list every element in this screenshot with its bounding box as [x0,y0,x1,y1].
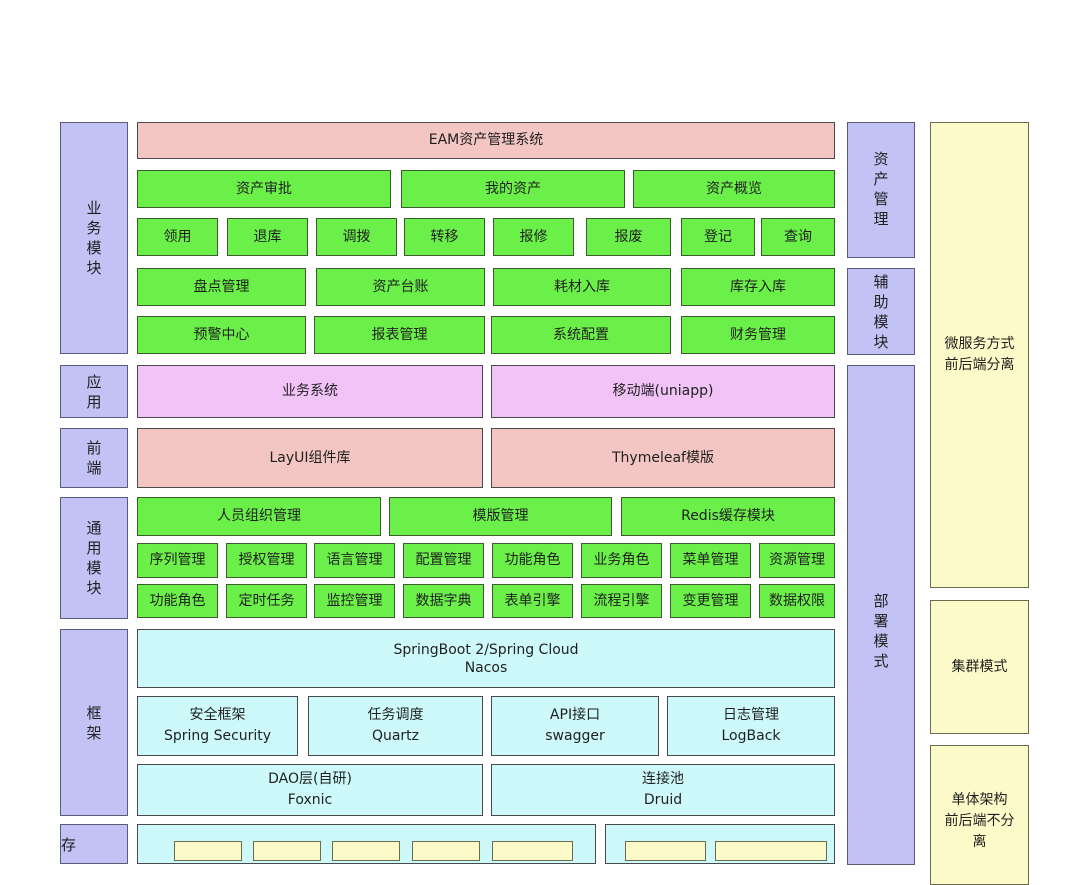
common-resource-mgmt: 资源管理 [759,543,835,578]
frontend-layui: LayUI组件库 [137,428,483,488]
framework-pool-en: Druid [643,792,683,808]
storage-item [492,841,573,861]
common-function-role: 功能角色 [492,543,573,578]
module-my-assets: 我的资产 [401,170,625,208]
module-report-mgmt: 报表管理 [314,316,485,354]
framework-logging-cn: 日志管理 [723,707,779,723]
framework-dao-cn: DAO层(自研) [268,771,352,787]
label-asset-management: 资 产 管 理 [847,122,915,258]
module-allocation: 调拨 [316,218,397,256]
module-register: 登记 [681,218,755,256]
deploy-cluster: 集群模式 [930,600,1029,734]
label-application: 应 用 [60,365,128,418]
common-monitor-mgmt: 监控管理 [314,584,395,618]
framework-scheduling-cn: 任务调度 [367,707,424,723]
module-finance-mgmt: 财务管理 [681,316,835,354]
label-frontend: 前 端 [60,428,128,488]
module-scrap: 报废 [586,218,671,256]
common-auth-mgmt: 授权管理 [226,543,307,578]
deploy-microservice: 微服务方式 前后端分离 [930,122,1029,588]
module-transfer: 转移 [404,218,485,256]
storage-item [715,841,827,861]
common-menu-mgmt: 菜单管理 [670,543,751,578]
app-business-system: 业务系统 [137,365,483,418]
framework-dao: DAO层(自研) Foxnic [137,764,483,816]
module-stock-in: 库存入库 [681,268,835,306]
common-form-engine: 表单引擎 [492,584,573,618]
common-business-role: 业务角色 [581,543,662,578]
framework-api-en: swagger [545,728,605,744]
label-common-modules: 通 用 模 块 [60,497,128,619]
deploy-monolith: 单体架构 前后端不分 离 [930,745,1029,885]
common-function-role-2: 功能角色 [137,584,218,618]
common-data-dictionary: 数据字典 [403,584,484,618]
framework-security: 安全框架 Spring Security [137,696,298,756]
module-asset-ledger: 资产台账 [316,268,485,306]
framework-logging-en: LogBack [721,728,781,744]
framework-security-cn: 安全框架 [189,707,246,723]
module-query: 查询 [761,218,835,256]
common-language-mgmt: 语言管理 [314,543,395,578]
storage-item [625,841,706,861]
framework-scheduling-en: Quartz [371,728,420,744]
common-workflow-engine: 流程引擎 [581,584,662,618]
storage-item [412,841,480,861]
framework-pool-cn: 连接池 [642,771,684,787]
framework-api: API接口 swagger [491,696,659,756]
module-requisition: 领用 [137,218,218,256]
framework-springboot-core: SpringBoot 2/Spring Cloud Nacos [137,629,835,688]
common-template-mgmt: 模版管理 [389,497,612,536]
module-asset-approval: 资产审批 [137,170,391,208]
module-consumables-in: 耗材入库 [493,268,671,306]
storage-item [253,841,321,861]
framework-scheduling: 任务调度 Quartz [308,696,483,756]
module-repair: 报修 [493,218,574,256]
common-config-mgmt: 配置管理 [403,543,484,578]
module-return: 退库 [227,218,308,256]
module-asset-overview: 资产概览 [633,170,835,208]
module-alert-center: 预警中心 [137,316,306,354]
framework-logging: 日志管理 LogBack [667,696,835,756]
storage-item [332,841,400,861]
app-mobile: 移动端(uniapp) [491,365,835,418]
frontend-thymeleaf: Thymeleaf模版 [491,428,835,488]
label-auxiliary-modules: 辅 助 模 块 [847,268,915,355]
label-business-modules: 业 务 模 块 [60,122,128,354]
common-data-permission: 数据权限 [759,584,835,618]
label-framework: 框 架 [60,629,128,816]
framework-connection-pool: 连接池 Druid [491,764,835,816]
common-scheduled-task: 定时任务 [226,584,307,618]
common-change-mgmt: 变更管理 [670,584,751,618]
common-redis-cache: Redis缓存模块 [621,497,835,536]
label-deployment-mode: 部 署 模 式 [847,365,915,865]
framework-security-en: Spring Security [163,728,272,744]
framework-api-cn: API接口 [549,707,601,723]
framework-dao-en: Foxnic [287,792,333,808]
module-inventory-check: 盘点管理 [137,268,306,306]
module-system-config: 系统配置 [491,316,671,354]
common-org-mgmt: 人员组织管理 [137,497,381,536]
label-storage: 存 [60,824,128,864]
system-title: EAM资产管理系统 [137,122,835,159]
common-sequence-mgmt: 序列管理 [137,543,218,578]
storage-item [174,841,242,861]
